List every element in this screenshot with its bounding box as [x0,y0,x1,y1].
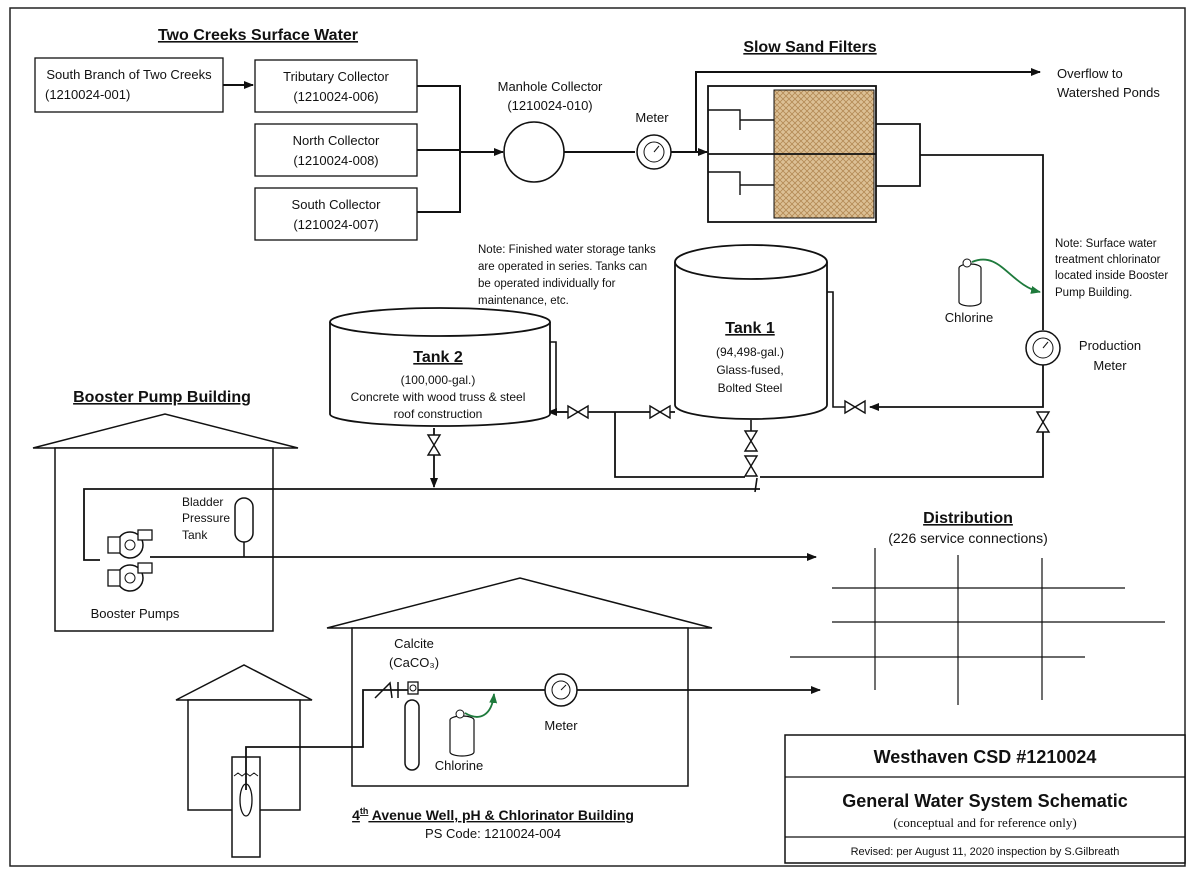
chlorine-feed-arrow [971,258,1041,294]
booster-pump-icon [107,529,153,559]
distribution-sub: (226 service connections) [888,530,1048,546]
tank-1 [674,244,845,420]
calcite-label: Calcite [394,636,434,651]
chlorinator-note-3: located inside Booster [1055,270,1168,282]
well-riser-pipe [245,686,821,790]
svg-text:(1210024-001): (1210024-001) [45,87,130,102]
tank2-inlet-valve [567,405,589,419]
chlorinator-note-2: treatment chlorinator [1055,254,1161,266]
svg-text:Tributary Collector: Tributary Collector [283,69,389,84]
overflow-label-2: Watershed Ponds [1057,85,1160,100]
bladder-label-3: Tank [182,528,208,542]
tank2-title: Tank 2 [413,349,463,366]
tank1-drain-valve [744,430,758,452]
calcite-formula: (CaCO₃) [389,655,439,670]
surface-water-heading: Two Creeks Surface Water [158,27,358,44]
bladder-label: Bladder [182,495,223,509]
collector-pipe [417,85,461,213]
production-meter-label: Production [1079,338,1141,353]
south-collector-box: South Collector (1210024-007) [254,187,418,241]
overflow-label: Overflow to [1057,66,1123,81]
tank-note-4: maintenance, etc. [478,295,569,307]
slow-sand-filters [707,85,921,223]
chlorinator-note-4: Pump Building. [1055,287,1132,299]
chlorinator-note-1: Note: Surface water [1055,238,1157,250]
manhole-code: (1210024-010) [507,98,592,113]
svg-text:(1210024-008): (1210024-008) [293,153,378,168]
tank1-line-3: Bolted Steel [718,381,783,395]
tank-note-1: Note: Finished water storage tanks [478,244,656,256]
well-ps-code: PS Code: 1210024-004 [425,826,561,841]
tank1-line-2: Glass-fused, [716,363,783,377]
well-meter-label: Meter [544,718,578,733]
tank-note-2: are operated in series. Tanks can [478,261,647,273]
tank1-inlet-valve [844,400,866,414]
bladder-label-2: Pressure [182,511,230,525]
meter-label: Meter [635,110,669,125]
production-to-tank1-pipe [869,365,1044,411]
tank1-line-1: (94,498-gal.) [716,345,784,359]
tank-note-3: be operated individually for [478,278,616,290]
schematic-subtitle: (conceptual and for reference only) [893,815,1076,830]
tank2-line-2: Concrete with wood truss & steel [351,390,526,404]
svg-text:South Collector: South Collector [292,197,382,212]
well-chlorine-label: Chlorine [435,758,483,773]
booster-pump-2-icon [107,562,153,592]
manhole-label: Manhole Collector [498,79,603,94]
production-valve [1036,411,1050,433]
tank1-title: Tank 1 [725,320,775,337]
well-treatment-building [326,577,713,787]
title-block [784,734,1186,864]
production-meter-label-2: Meter [1093,358,1127,373]
tank-bypass-pipe [614,412,1044,478]
overflow-pipe [695,68,1041,152]
tank2-line-1: (100,000-gal.) [401,373,476,387]
revision-note: Revised: per August 11, 2020 inspection … [851,846,1120,858]
schematic-title: General Water System Schematic [842,791,1127,811]
booster-pumps-label: Booster Pumps [91,606,180,621]
booster-heading: Booster Pump Building [73,389,251,406]
tank2-line-3: roof construction [394,407,483,421]
wellhouse [175,664,313,811]
north-collector-box: North Collector (1210024-008) [254,123,418,177]
tank2-inlet-riser [550,341,567,413]
meter-icon [636,134,672,170]
check-valve [374,681,399,699]
system-name: Westhaven CSD #1210024 [874,747,1097,767]
tank1-drain-valve-2 [744,455,758,477]
filter-outlet-pipe [920,154,1044,330]
well-chlorine-feed-arrow [464,693,498,718]
filters-heading: Slow Sand Filters [743,39,876,56]
distribution-grid [790,548,1165,705]
svg-text:(1210024-006): (1210024-006) [293,89,378,104]
svg-text:(1210024-007): (1210024-007) [293,217,378,232]
source-box: South Branch of Two Creeks (1210024-001) [34,57,224,113]
chlorine-cylinder-icon [958,258,982,307]
well-meter-icon [544,673,578,707]
distribution-heading: Distribution [923,510,1013,527]
well-chlorine-cylinder-icon [449,709,475,757]
calcite-vessel-icon [404,681,420,771]
manhole-collector [503,121,565,183]
tributary-collector-box: Tributary Collector (1210024-006) [254,59,418,113]
chlorine-label: Chlorine [945,310,993,325]
tank-2 [329,307,551,427]
page-border [9,7,1186,867]
svg-text:North Collector: North Collector [293,133,380,148]
booster-header-pipe [83,488,760,561]
tank1-outlet-valve [649,405,671,419]
bladder-tank-icon [234,497,254,557]
svg-text:South Branch of Two Creeks: South Branch of Two Creeks [46,67,212,82]
well-building-title: 4th Avenue Well, pH & Chlorinator Buildi… [352,806,634,823]
production-meter-icon [1025,330,1061,366]
booster-building [32,413,299,632]
tank2-outlet-valve [427,434,441,456]
